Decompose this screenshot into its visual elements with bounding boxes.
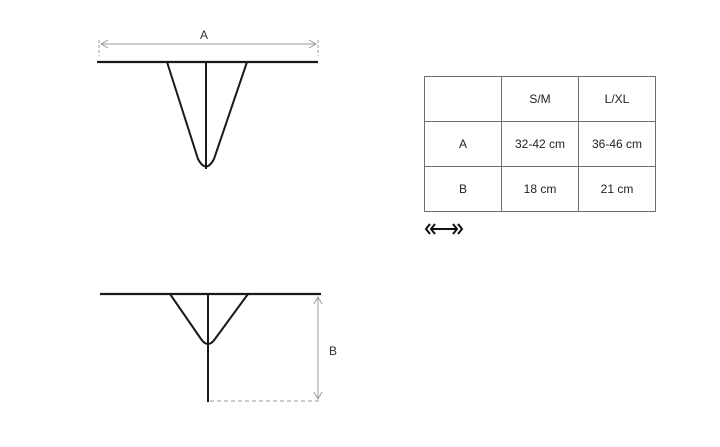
size-table-row-b-label: B xyxy=(424,166,502,212)
size-table-corner-cell xyxy=(424,76,502,122)
size-table-cell-b-sm: 18 cm xyxy=(501,166,579,212)
size-table: S/M L/XL A 32-42 cm 36-46 cm B 18 cm 21 … xyxy=(424,76,656,212)
dimension-b-top-arrow xyxy=(313,295,323,305)
size-table-cell-a-sm: 32-42 cm xyxy=(501,121,579,167)
size-table-row-a-label: A xyxy=(424,121,502,167)
size-table-header-lxl: L/XL xyxy=(578,76,656,122)
dimension-a-right-arrow xyxy=(308,39,318,49)
size-table-row-a: A 32-42 cm 36-46 cm xyxy=(424,121,656,167)
size-table-cell-b-lxl: 21 cm xyxy=(578,166,656,212)
dimension-b-bottom-arrow xyxy=(313,391,323,401)
dimension-a: A xyxy=(98,28,319,56)
size-table-cell-a-lxl: 36-46 cm xyxy=(578,121,656,167)
back-view xyxy=(100,292,321,402)
size-table-header-row: S/M L/XL xyxy=(424,76,656,122)
dimension-b: B xyxy=(210,295,337,402)
size-table-row-b: B 18 cm 21 cm xyxy=(424,166,656,212)
size-table-header-sm: S/M xyxy=(501,76,579,122)
dimension-b-label: B xyxy=(329,344,337,358)
dimension-a-left-arrow xyxy=(99,39,109,49)
dimension-a-label: A xyxy=(200,28,208,42)
front-view xyxy=(97,60,318,169)
stretch-arrows-icon xyxy=(424,223,464,235)
